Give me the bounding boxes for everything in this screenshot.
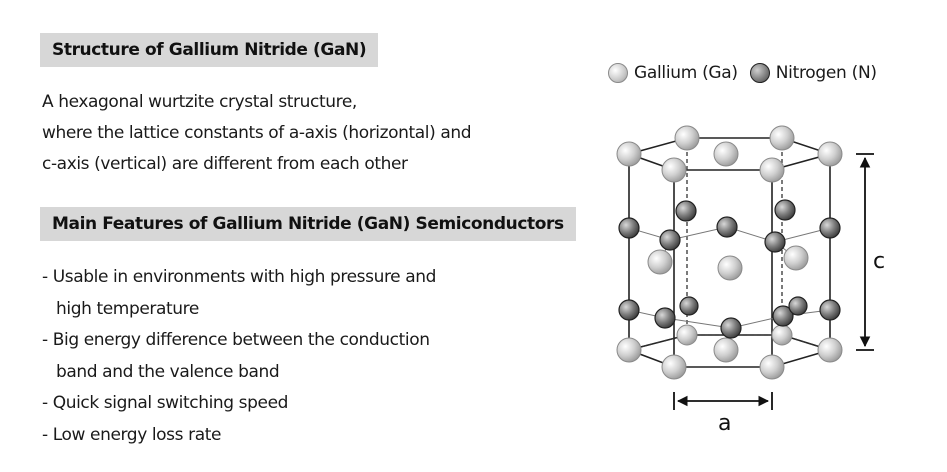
gallium-atom	[616, 141, 642, 167]
structure-description: A hexagonal wurtzite crystal structure, …	[42, 87, 472, 180]
description-line: A hexagonal wurtzite crystal structure,	[42, 92, 357, 112]
atom-legend: Gallium (Ga) Nitrogen (N)	[608, 63, 877, 83]
c-axis-dimension	[856, 153, 874, 351]
gallium-atom	[647, 249, 673, 275]
gallium-atom	[771, 324, 793, 346]
feature-item-continuation: band and the valence band	[56, 361, 280, 382]
gallium-atom	[769, 125, 795, 151]
nitrogen-atom	[788, 296, 808, 316]
feature-item: - Usable in environments with high press…	[42, 267, 437, 287]
legend-nitrogen-label: Nitrogen (N)	[775, 63, 877, 83]
structure-heading: Structure of Gallium Nitride (GaN)	[40, 33, 379, 67]
gallium-atom	[713, 141, 739, 167]
gallium-atom	[817, 337, 843, 363]
gallium-atom	[661, 354, 687, 380]
gallium-atom	[676, 324, 698, 346]
nitrogen-atoms	[618, 199, 841, 339]
features-heading: Main Features of Gallium Nitride (GaN) S…	[40, 207, 576, 241]
gallium-atoms	[616, 125, 843, 380]
gallium-atom	[616, 337, 642, 363]
gallium-atom	[661, 157, 687, 183]
nitrogen-atom	[819, 299, 841, 321]
features-list: - Usable in environments with high press…	[42, 262, 436, 451]
gallium-atom-icon	[608, 63, 628, 83]
feature-item: - Quick signal switching speed	[42, 393, 289, 413]
gallium-atom	[717, 255, 743, 281]
gallium-atom	[674, 125, 700, 151]
gallium-atom	[783, 245, 809, 271]
description-line: where the lattice constants of a-axis (h…	[42, 123, 472, 143]
nitrogen-atom	[618, 217, 640, 239]
nitrogen-atom	[654, 307, 676, 329]
wurtzite-crystal-diagram: c a	[616, 125, 885, 436]
gallium-atom	[759, 354, 785, 380]
nitrogen-atom	[772, 305, 794, 327]
a-axis-dimension	[673, 392, 773, 410]
c-axis-label: c	[873, 249, 885, 274]
nitrogen-atom	[675, 200, 697, 222]
legend-gallium-label: Gallium (Ga)	[634, 63, 738, 83]
a-axis-label: a	[718, 411, 731, 436]
nitrogen-atom	[720, 317, 742, 339]
nitrogen-atom	[716, 216, 738, 238]
nitrogen-atom	[679, 296, 699, 316]
nitrogen-atom	[659, 229, 681, 251]
feature-item: - Low energy loss rate	[42, 424, 222, 445]
gallium-atom	[713, 337, 739, 363]
feature-item: - Big energy difference between the cond…	[42, 330, 430, 350]
nitrogen-atom	[764, 231, 786, 253]
nitrogen-atom	[774, 199, 796, 221]
nitrogen-atom-icon	[749, 63, 770, 83]
description-line: c-axis (vertical) are different from eac…	[42, 154, 408, 174]
nitrogen-atom	[819, 217, 841, 239]
gallium-atom	[817, 141, 843, 167]
nitrogen-atom	[618, 299, 640, 321]
gallium-atom	[759, 157, 785, 183]
feature-item-continuation: high temperature	[56, 298, 199, 319]
